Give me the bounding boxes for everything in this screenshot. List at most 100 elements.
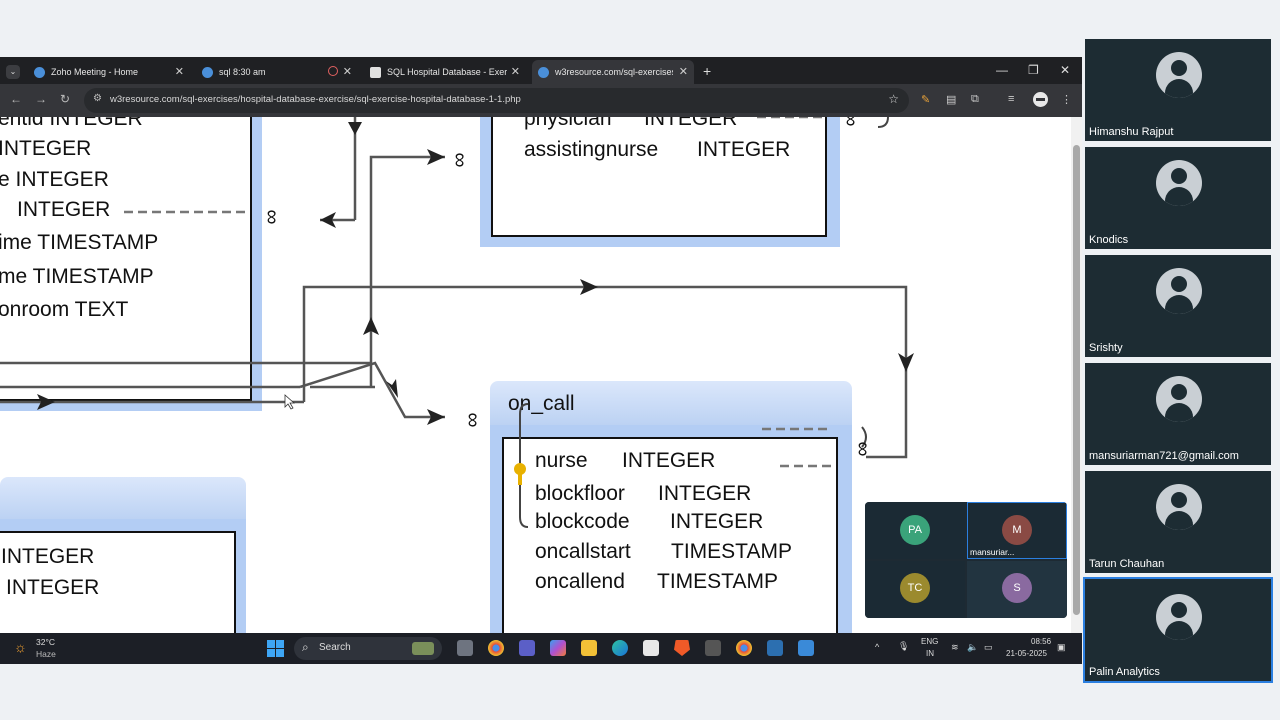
forward-icon[interactable]: → xyxy=(35,92,47,106)
close-tab-icon[interactable]: ✕ xyxy=(342,66,352,78)
arrowhead xyxy=(386,379,398,398)
bookmark-star-icon[interactable]: ☆ xyxy=(888,92,899,106)
taskbar-search[interactable]: ⌕ Search xyxy=(294,637,442,660)
tab-label: sql 8:30 am xyxy=(219,67,266,77)
participant-tile[interactable]: Tarun Chauhan xyxy=(1085,471,1271,573)
file-explorer-icon[interactable] xyxy=(581,640,597,656)
column-type: INTEGER xyxy=(644,117,738,130)
arrowhead xyxy=(427,409,445,425)
minimize-icon[interactable]: — xyxy=(996,63,1008,77)
on-call-title: on_call xyxy=(508,392,575,415)
column-type: INTEGER xyxy=(670,510,764,533)
app-icon[interactable] xyxy=(798,640,814,656)
tab-sql-hospital[interactable]: SQL Hospital Database - Exerc ✕ xyxy=(364,60,526,84)
app-icon[interactable] xyxy=(705,640,721,656)
close-tab-icon[interactable]: ✕ xyxy=(174,66,184,78)
avatar-placeholder-icon xyxy=(1156,160,1202,206)
mini-tile[interactable]: S xyxy=(967,561,1067,618)
bottom-left-table: INTEGER INTEGER xyxy=(0,531,236,633)
clock-time[interactable]: 08:56 xyxy=(1031,637,1052,646)
reader-icon[interactable]: ▤ xyxy=(946,94,957,106)
edge-icon[interactable] xyxy=(612,640,628,656)
zoho-favicon-icon xyxy=(538,66,549,78)
store-icon[interactable] xyxy=(643,640,659,656)
wifi-icon[interactable]: ≋ xyxy=(951,642,959,652)
page-scrollbar[interactable] xyxy=(1071,117,1082,633)
battery-icon[interactable]: ▭ xyxy=(984,642,993,652)
column-name: oncallend xyxy=(535,570,625,593)
participant-tile[interactable]: Himanshu Rajput xyxy=(1085,39,1271,141)
zoho-favicon-icon xyxy=(34,66,45,78)
restore-icon[interactable]: ❐ xyxy=(1028,63,1039,77)
many-marker: ∞ xyxy=(461,412,485,428)
arrowhead xyxy=(427,149,445,165)
participant-name: Himanshu Rajput xyxy=(1089,126,1174,138)
language[interactable]: ENG xyxy=(921,637,939,646)
avatar-placeholder-icon xyxy=(1156,484,1202,530)
arrowhead xyxy=(348,122,362,135)
tab-zoho-meeting[interactable]: Zoho Meeting - Home ✕ xyxy=(28,60,190,84)
region[interactable]: IN xyxy=(926,649,934,658)
chrome-active-icon[interactable] xyxy=(736,640,752,656)
extensions-icon[interactable]: ⧉ xyxy=(971,93,979,105)
column-name: blockcode xyxy=(535,510,630,533)
tab-label: SQL Hospital Database - Exerc xyxy=(387,67,507,77)
profile-icon[interactable] xyxy=(1033,92,1048,107)
tab-sql-830[interactable]: sql 8:30 am ✕ xyxy=(196,60,358,84)
media-icon[interactable]: ≡ xyxy=(1008,93,1015,105)
volume-icon[interactable]: 🔈 xyxy=(967,642,979,652)
arrowhead xyxy=(580,279,598,295)
zoho-favicon-icon xyxy=(202,66,213,78)
windows-taskbar: ☼ 32°C Haze ⌕ Search ^ 🎙 xyxy=(0,633,1082,664)
notification-icon[interactable]: ▣ xyxy=(1057,642,1066,652)
mini-tile[interactable]: PA xyxy=(865,502,965,559)
participant-tile[interactable]: mansuriarman721@gmail.com xyxy=(1085,363,1271,465)
copilot-icon[interactable] xyxy=(550,640,566,656)
task-view-icon[interactable] xyxy=(457,640,473,656)
temperature: 32°C xyxy=(36,637,55,647)
close-window-icon[interactable]: ✕ xyxy=(1060,63,1071,77)
new-tab-icon[interactable]: + xyxy=(703,63,712,79)
participant-tile[interactable]: Knodics xyxy=(1085,147,1271,249)
column-type: TIMESTAMP xyxy=(657,570,778,593)
clock-date[interactable]: 21-05-2025 xyxy=(1006,649,1047,658)
mini-tile[interactable]: TC xyxy=(865,561,965,618)
weather-condition: Haze xyxy=(36,649,56,659)
many-marker: ∞ xyxy=(851,441,875,457)
table-row: onroom TEXT xyxy=(0,298,129,321)
remote-app-icon[interactable] xyxy=(767,640,783,656)
avatar: S xyxy=(1002,573,1032,603)
table-row: INTEGER xyxy=(0,137,92,160)
microphone-icon[interactable]: 🎙 xyxy=(898,641,910,651)
mouse-cursor-icon xyxy=(284,394,296,410)
chrome-icon[interactable] xyxy=(488,640,504,656)
column-type: INTEGER xyxy=(697,138,791,161)
site-info-icon[interactable]: ⚙ xyxy=(93,93,102,104)
close-tab-icon[interactable]: ✕ xyxy=(510,66,520,78)
participant-name: mansuriarman721@gmail.com xyxy=(1089,450,1239,462)
participant-tile-active-speaker[interactable]: Palin Analytics xyxy=(1083,577,1273,683)
brave-icon[interactable] xyxy=(674,640,690,656)
close-tab-icon[interactable]: ✕ xyxy=(678,66,688,78)
avatar-placeholder-icon xyxy=(1156,376,1202,422)
scrollbar-thumb[interactable] xyxy=(1073,145,1080,615)
back-icon[interactable]: ← xyxy=(10,92,22,106)
bracket xyxy=(861,426,867,448)
participant-tile[interactable]: Srishty xyxy=(1085,255,1271,357)
pen-extension-icon[interactable]: ✎ xyxy=(921,94,931,106)
windows-start-icon[interactable] xyxy=(267,640,284,657)
mini-tile-active[interactable]: M mansuriar... xyxy=(967,502,1067,559)
teams-icon[interactable] xyxy=(519,640,535,656)
table-row: entid INTEGER xyxy=(0,117,143,130)
search-icon: ⌕ xyxy=(302,640,309,654)
address-bar[interactable]: ⚙ w3resource.com/sql-exercises/hospital-… xyxy=(84,88,909,113)
reload-icon[interactable]: ↻ xyxy=(60,92,71,106)
show-hidden-icons[interactable]: ^ xyxy=(875,642,880,652)
table-row: e INTEGER xyxy=(0,168,109,191)
tab-search-button[interactable]: ⌄ xyxy=(0,60,26,84)
menu-icon[interactable]: ⋮ xyxy=(1061,94,1072,106)
column-name: assistingnurse xyxy=(524,138,659,161)
avatar: TC xyxy=(900,573,930,603)
tab-w3resource[interactable]: w3resource.com/sql-exercises/ ✕ xyxy=(532,60,694,84)
avatar: PA xyxy=(900,515,930,545)
